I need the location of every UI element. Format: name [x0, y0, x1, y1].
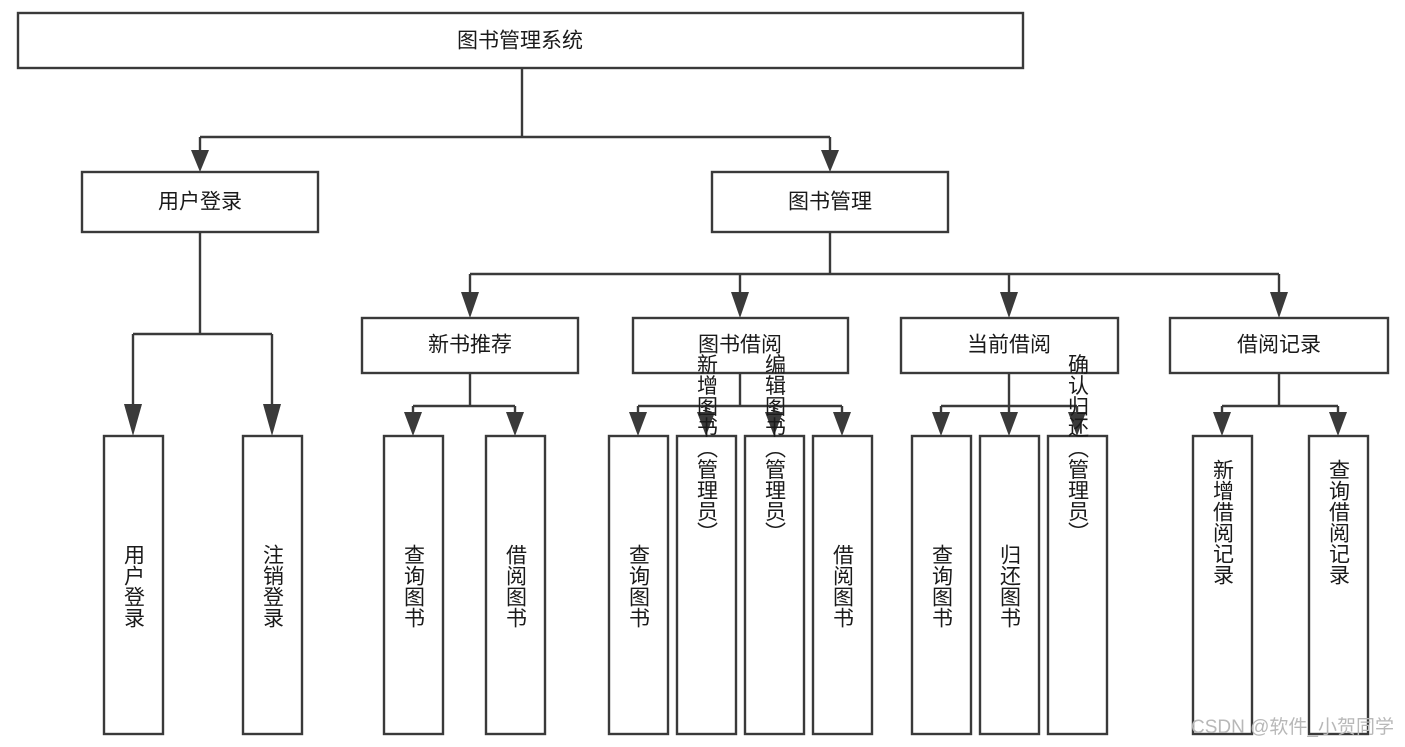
node-borrow-records-box[interactable]	[1168, 316, 1390, 375]
node-borrow-records[interactable]: 借阅记录	[1168, 316, 1390, 375]
node-new-book-recommend-label: 新书推荐	[428, 334, 512, 357]
connector-group-book-manage	[461, 232, 1288, 318]
connector-group-borrow-records	[1213, 373, 1347, 436]
node-root-box[interactable]	[16, 11, 1025, 70]
leaf-node[interactable]: 查询图书	[607, 434, 670, 736]
connector-group-user-login	[124, 232, 281, 436]
leaf-node[interactable]: 借阅图书	[484, 434, 547, 736]
leaf-bb-2-box[interactable]	[675, 434, 738, 736]
leaf-br-1-label: 新增借阅记录	[1211, 459, 1235, 585]
node-book-borrow-box[interactable]	[631, 316, 850, 375]
arrow-head-new-book-recommend	[461, 292, 479, 318]
arrow-head-bb-leaf-4	[833, 412, 851, 436]
arrow-head-nbr-leaf-1	[404, 412, 422, 436]
leaf-bb-1-box[interactable]	[607, 434, 670, 736]
leaf-nbr-1-label: 查询图书	[402, 544, 426, 628]
connector-group-book-borrow	[629, 373, 851, 436]
leaf-bb-3-label: 编辑图书（管理员）	[763, 354, 787, 543]
leaf-br-1-box[interactable]	[1191, 434, 1254, 736]
leaf-node[interactable]: 注销登录	[241, 434, 304, 736]
leaf-node[interactable]: 编辑图书（管理员）	[743, 354, 806, 736]
connector-group-current-borrow	[932, 373, 1086, 436]
node-new-book-recommend-box[interactable]	[360, 316, 580, 375]
leaf-cb-1-label: 查询图书	[930, 544, 954, 628]
arrow-head-br-leaf-2	[1329, 412, 1347, 436]
node-book-manage-label: 图书管理	[788, 191, 872, 214]
leaf-user-login-2-label: 注销登录	[261, 544, 285, 628]
leaf-node[interactable]: 新增借阅记录	[1191, 434, 1254, 736]
leaf-cb-2-box[interactable]	[978, 434, 1041, 736]
leaf-bb-4-box[interactable]	[811, 434, 874, 736]
leaf-user-login-1-box[interactable]	[102, 434, 165, 736]
node-book-borrow-label: 图书借阅	[698, 334, 782, 357]
leaf-node[interactable]: 归还图书	[978, 434, 1041, 736]
watermark-label: CSDN @软件_小贺同学	[1191, 716, 1394, 738]
arrow-head-br-leaf-1	[1213, 412, 1231, 436]
leaf-bb-2-label: 新增图书（管理员）	[695, 354, 719, 543]
leaf-br-2-box[interactable]	[1307, 434, 1370, 736]
leaf-node[interactable]: 查询图书	[910, 434, 973, 736]
leaf-br-2-label: 查询借阅记录	[1327, 459, 1351, 585]
leaf-node[interactable]: 查询借阅记录	[1307, 434, 1370, 736]
leaf-nbr-2-box[interactable]	[484, 434, 547, 736]
leaf-cb-1-box[interactable]	[910, 434, 973, 736]
node-book-manage-box[interactable]	[710, 170, 950, 234]
leaf-node[interactable]: 查询图书	[382, 434, 445, 736]
arrow-head-borrow-records	[1270, 292, 1288, 318]
leaf-node[interactable]: 确认归还（管理员）	[1046, 354, 1109, 736]
node-root[interactable]: 图书管理系统	[16, 11, 1025, 70]
node-book-manage[interactable]: 图书管理	[710, 170, 950, 234]
leaf-nbr-1-box[interactable]	[382, 434, 445, 736]
leaf-bb-3-box[interactable]	[743, 434, 806, 736]
arrow-head-cb-leaf-2	[1000, 412, 1018, 436]
arrow-head-current-borrow	[1000, 292, 1018, 318]
node-user-login[interactable]: 用户登录	[80, 170, 320, 234]
connector-group-root	[191, 68, 839, 172]
arrow-head-book-manage	[821, 150, 839, 172]
node-book-borrow[interactable]: 图书借阅	[631, 316, 850, 375]
leaf-bb-4-label: 借阅图书	[831, 544, 855, 628]
leaf-bb-1-label: 查询图书	[627, 544, 651, 628]
leaf-cb-2-label: 归还图书	[998, 544, 1022, 628]
arrow-head-bb-leaf-2	[697, 412, 715, 436]
arrow-head-book-borrow	[731, 292, 749, 318]
leaf-user-login-1-label: 用户登录	[122, 544, 146, 628]
arrow-head-bb-leaf-3	[765, 412, 783, 436]
arrow-head-cb-leaf-1	[932, 412, 950, 436]
leaf-nbr-2-label: 借阅图书	[504, 544, 528, 628]
node-root-label: 图书管理系统	[457, 30, 583, 53]
node-current-borrow[interactable]: 当前借阅	[899, 316, 1120, 375]
arrow-head-leaf-user-login-1	[124, 404, 142, 436]
node-current-borrow-box[interactable]	[899, 316, 1120, 375]
connector-group-new-book-recommend	[404, 373, 524, 436]
arrow-head-leaf-user-login-2	[263, 404, 281, 436]
node-user-login-box[interactable]	[80, 170, 320, 234]
leaf-node[interactable]: 新增图书（管理员）	[675, 354, 738, 736]
leaf-user-login-2-box[interactable]	[241, 434, 304, 736]
node-borrow-records-label: 借阅记录	[1237, 334, 1321, 357]
leaf-node[interactable]: 用户登录	[102, 434, 165, 736]
leaf-node[interactable]: 借阅图书	[811, 434, 874, 736]
arrow-head-nbr-leaf-2	[506, 412, 524, 436]
leaf-cb-3-label: 确认归还（管理员）	[1066, 354, 1090, 543]
node-user-login-label: 用户登录	[158, 191, 242, 214]
arrow-head-bb-leaf-1	[629, 412, 647, 436]
node-new-book-recommend[interactable]: 新书推荐	[360, 316, 580, 375]
leaf-cb-3-box[interactable]	[1046, 434, 1109, 736]
node-current-borrow-label: 当前借阅	[967, 334, 1051, 357]
arrow-head-cb-leaf-3	[1068, 412, 1086, 436]
arrow-head-user-login	[191, 150, 209, 172]
